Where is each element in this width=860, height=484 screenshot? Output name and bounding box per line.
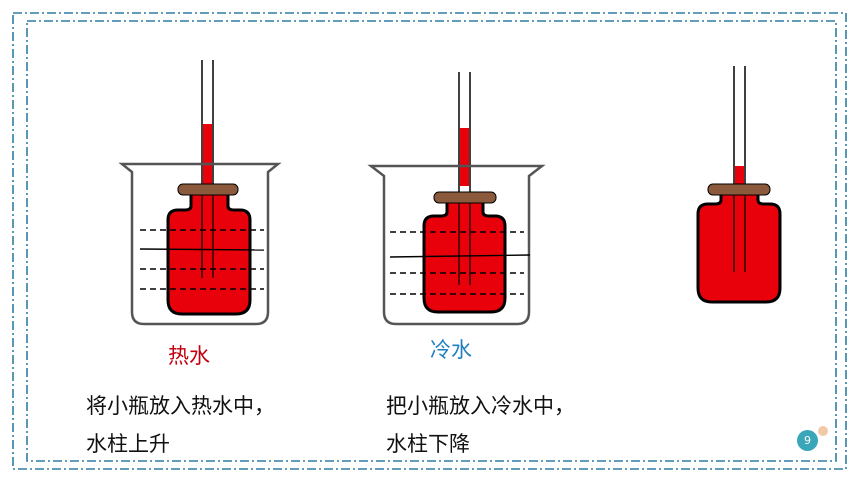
cold-water-label: 冷水	[430, 338, 472, 362]
frame-outer	[12, 12, 847, 470]
standalone-bottle	[696, 188, 782, 304]
hot-water-column	[203, 124, 212, 184]
hot-beaker	[118, 162, 282, 326]
hot-bottle	[166, 188, 252, 316]
room-temp-setup	[696, 66, 782, 304]
cold-stopper	[433, 191, 497, 204]
cold-water-lines	[389, 231, 531, 295]
slide-frame	[12, 12, 847, 470]
cold-water-setup	[367, 72, 546, 326]
hot-water-lines	[139, 229, 265, 290]
hot-caption-line1: 将小瓶放入热水中，	[86, 394, 275, 418]
hot-water-setup	[118, 60, 282, 326]
hot-caption-line2: 水柱上升	[86, 432, 170, 456]
hot-stopper	[177, 183, 239, 196]
standalone-water-column	[735, 166, 744, 188]
hot-water-label: 热水	[168, 344, 210, 368]
standalone-stopper	[707, 183, 771, 196]
frame-inner	[26, 20, 837, 462]
cold-caption-line2: 水柱下降	[386, 432, 470, 456]
page-number-badge: 9	[797, 430, 818, 451]
cold-caption-line1: 把小瓶放入冷水中，	[386, 394, 575, 418]
page-decoration-dot	[818, 426, 828, 436]
cold-water-column	[460, 128, 469, 186]
cold-beaker	[367, 164, 546, 326]
